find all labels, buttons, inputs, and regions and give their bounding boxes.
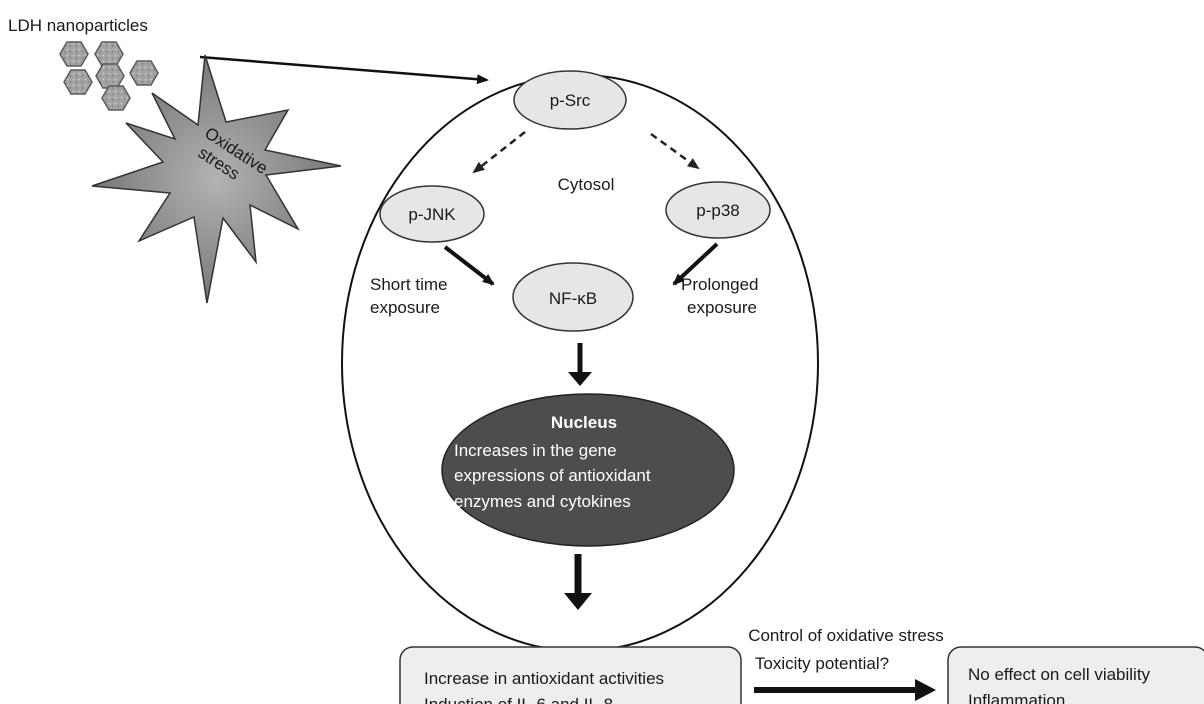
outcome-to-effect-arrowhead [915, 679, 936, 701]
node-p-jnk [379, 185, 485, 243]
src-to-p38-arrow [650, 132, 700, 170]
prolonged-exposure-label: Prolonged exposure [681, 275, 763, 317]
oxidative-stress-burst: Oxidative stress [91, 54, 342, 304]
outcome-text: Increase in antioxidant activities Induc… [424, 669, 669, 704]
effect-text: No effect on cell viability Inflammation [968, 665, 1155, 704]
node-nf-kb [512, 262, 634, 332]
ldh-label: LDH nanoparticles [8, 16, 148, 35]
nucleus-to-outcome-arrowhead [564, 593, 592, 610]
node-p-p38 [665, 181, 771, 239]
nucleus-title: Nucleus [551, 413, 617, 432]
effect-box [947, 646, 1204, 704]
node-p-p38-label: p-p38 [696, 201, 739, 220]
transition-label-1: Control of oxidative stress [748, 626, 944, 645]
node-p-src-label: p-Src [550, 91, 591, 110]
outcome-box [399, 646, 742, 704]
nucleus [441, 393, 735, 547]
cytosol-label: Cytosol [558, 175, 615, 194]
particle-entry-arrow [199, 55, 489, 85]
src-to-jnk-arrow [472, 131, 526, 174]
node-p-src [513, 70, 627, 130]
short-exposure-label: Short time exposure [370, 275, 452, 317]
nfkb-to-nucleus-arrowhead [568, 372, 592, 386]
node-nf-kb-label: NF-κB [549, 289, 597, 308]
nucleus-text: Increases in the gene expressions of ant… [454, 441, 655, 511]
transition-label-2: Toxicity potential? [755, 654, 889, 673]
node-p-jnk-label: p-JNK [408, 205, 456, 224]
p38-to-nfkb-arrow [672, 242, 719, 286]
nanoparticle-cluster-icon [59, 41, 159, 111]
jnk-to-nfkb-arrow [443, 245, 495, 286]
